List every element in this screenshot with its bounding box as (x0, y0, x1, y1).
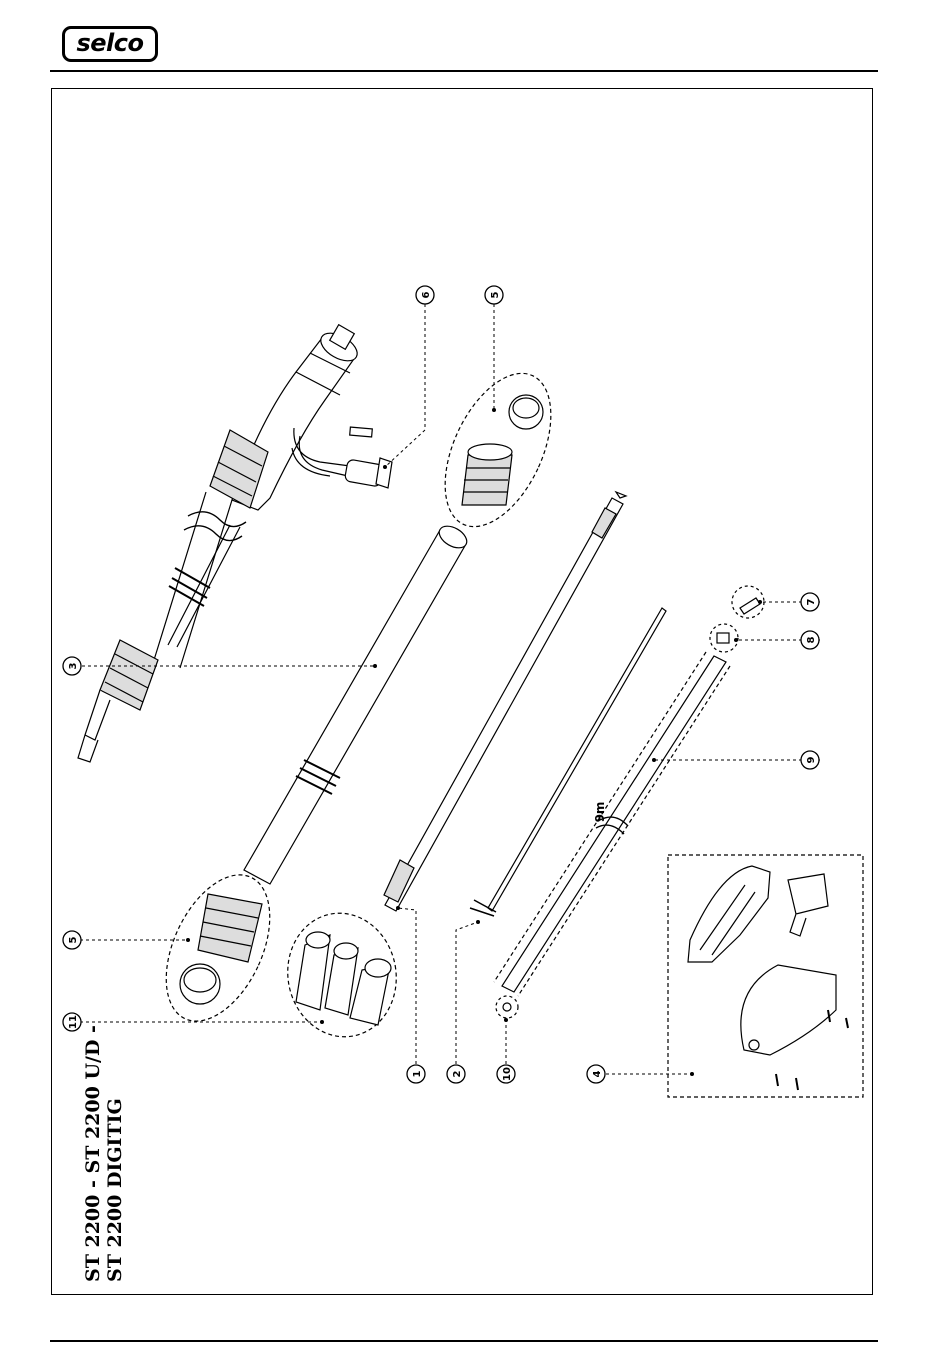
callout-2: 2 (452, 1070, 463, 1077)
spring-and-cap-group-lower (145, 859, 291, 1038)
title-line-2: ST 2200 DIGITIG (104, 1098, 126, 1282)
callout-4: 4 (592, 1070, 603, 1077)
callout-7: 7 (806, 598, 817, 605)
callout-5a: 5 (490, 291, 501, 298)
callout-8: 8 (806, 636, 817, 643)
callout-11: 11 (68, 1015, 79, 1029)
title-line-1: ST 2200 - ST 2200 U/D - (82, 1025, 104, 1282)
callout-3: 3 (68, 662, 79, 669)
part-10-small (496, 996, 518, 1018)
callout-5b: 5 (68, 936, 79, 943)
callout-1: 1 (412, 1070, 423, 1077)
rod-part-2 (470, 608, 666, 916)
length-label: 9m (593, 802, 607, 823)
callout-6: 6 (421, 291, 432, 298)
handle-kit-part-4 (668, 855, 863, 1097)
callout-9: 9 (806, 756, 817, 763)
footer-rule (50, 1340, 878, 1342)
callout-10: 10 (502, 1067, 513, 1081)
rod-part-1 (384, 492, 626, 911)
part-8-nut (710, 624, 738, 652)
spring-and-cap-group-upper (423, 357, 572, 543)
tubes-group-part-11 (278, 905, 406, 1046)
leader-dots (186, 408, 762, 1076)
